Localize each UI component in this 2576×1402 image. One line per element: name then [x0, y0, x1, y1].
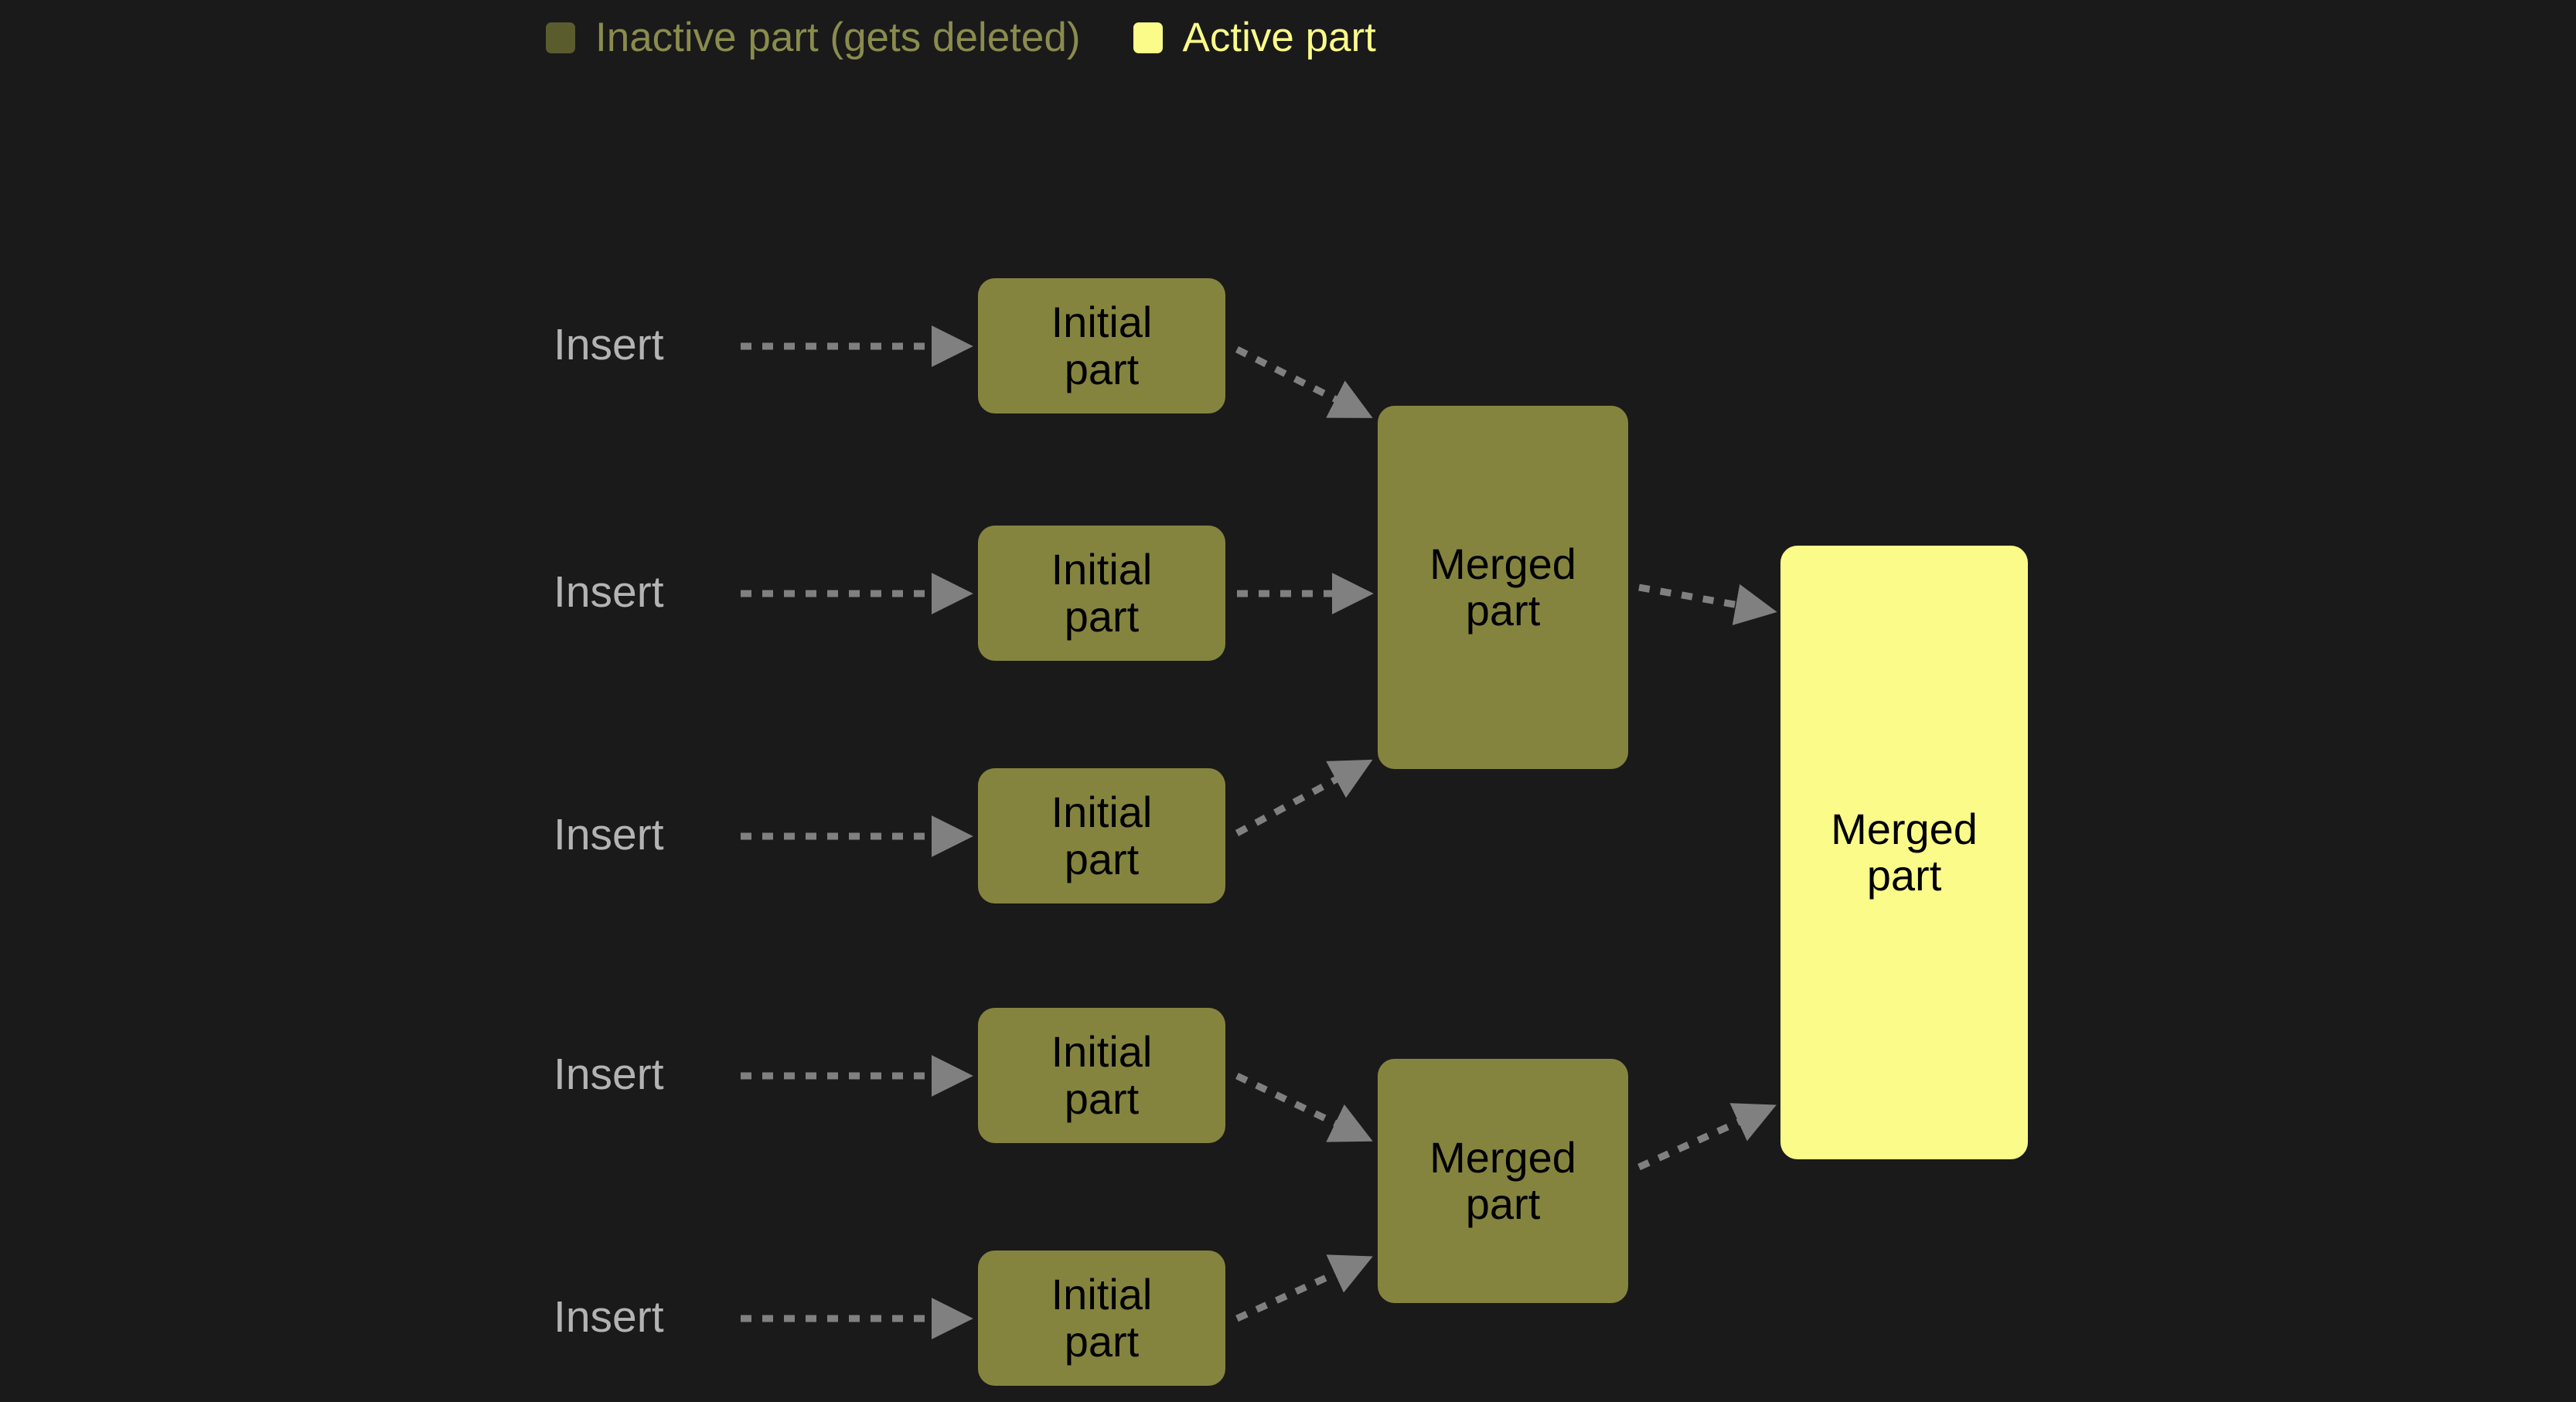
- insert-label-2: Insert: [554, 567, 664, 617]
- insert-label-1: Insert: [554, 320, 664, 369]
- merged-part-final-label-line2: part: [1866, 851, 1942, 900]
- initial-part-label-1-line2: part: [1064, 344, 1140, 393]
- merged-part-box-bottom: Merged part: [1378, 1059, 1628, 1303]
- arrow-initial3-to-merged-top: [1235, 759, 1373, 836]
- initial-part-box-2: Initial part: [978, 526, 1225, 661]
- arrow-initial5-to-merged-bottom: [1235, 1254, 1373, 1322]
- legend-entry-active: Active part: [1133, 17, 1376, 58]
- initial-part-label-5-line2: part: [1064, 1316, 1140, 1366]
- legend-label-inactive: Inactive part (gets deleted): [595, 15, 1081, 60]
- merged-part-box-final: Merged part: [1780, 546, 2028, 1159]
- initial-part-label-3-line1: Initial: [1051, 788, 1153, 837]
- legend-label-active: Active part: [1182, 15, 1376, 60]
- initial-part-label-3-line2: part: [1064, 834, 1140, 883]
- initial-part-label-2-line2: part: [1064, 591, 1140, 641]
- initial-part-label-2-line1: Initial: [1051, 545, 1153, 594]
- initial-part-label-4-line1: Initial: [1051, 1027, 1153, 1077]
- arrow-initial4-to-merged-bottom: [1235, 1072, 1373, 1142]
- insert-label-4: Insert: [554, 1050, 664, 1099]
- merged-part-top-label-line2: part: [1465, 586, 1541, 635]
- arrow-merged-top-to-final: [1638, 584, 1777, 625]
- initial-part-label-4-line2: part: [1064, 1074, 1140, 1123]
- merged-part-bottom-label-line2: part: [1465, 1179, 1541, 1228]
- legend-entry-inactive: Inactive part (gets deleted): [546, 17, 1081, 58]
- legend-swatch-inactive-icon: [546, 22, 575, 53]
- initial-part-box-1: Initial part: [978, 278, 1225, 413]
- insert-label-3: Insert: [554, 810, 664, 859]
- merged-part-top-label-line1: Merged: [1429, 539, 1576, 588]
- merged-part-final-label-line1: Merged: [1831, 804, 1978, 853]
- insert-label-5: Insert: [554, 1292, 664, 1342]
- initial-part-label-1-line1: Initial: [1051, 298, 1153, 347]
- legend: Inactive part (gets deleted) Active part: [546, 17, 1376, 58]
- merged-part-box-top: Merged part: [1378, 406, 1628, 769]
- arrow-initial1-to-merged-top: [1235, 345, 1373, 418]
- initial-part-box-3: Initial part: [978, 768, 1225, 903]
- arrow-merged-bottom-to-final: [1637, 1103, 1777, 1171]
- legend-swatch-active-icon: [1133, 22, 1163, 53]
- merged-part-bottom-label-line1: Merged: [1429, 1132, 1576, 1182]
- initial-part-label-5-line1: Initial: [1051, 1270, 1153, 1319]
- initial-part-box-4: Initial part: [978, 1008, 1225, 1143]
- initial-part-box-5: Initial part: [978, 1251, 1225, 1386]
